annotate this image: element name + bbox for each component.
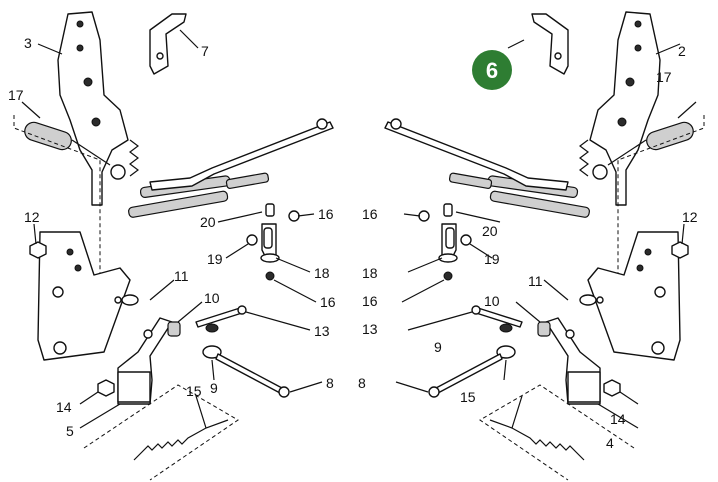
label-9-right: 9 <box>434 339 442 355</box>
label-16b-left: 16 <box>320 294 336 310</box>
right-small-bracket <box>531 13 569 75</box>
label-4-right: 4 <box>606 435 614 451</box>
right-assembly <box>384 11 705 481</box>
callout-badge: 6 <box>472 50 512 90</box>
left-gas-strut-lower <box>128 190 229 218</box>
label-18-right: 18 <box>362 265 378 281</box>
left-side-plate <box>37 231 131 361</box>
right-part-labels: 2 17 16 20 12 18 19 16 11 10 13 9 8 14 1… <box>358 43 698 451</box>
left-part-labels: 3 7 17 12 20 16 19 18 16 11 10 13 9 8 14… <box>8 35 336 439</box>
label-15-right: 15 <box>460 389 476 405</box>
label-12-left: 12 <box>24 209 40 225</box>
label-3-left: 3 <box>24 35 32 51</box>
label-14-left: 14 <box>56 399 72 415</box>
label-17-left: 17 <box>8 87 24 103</box>
label-7-left: 7 <box>201 43 209 59</box>
label-8-right: 8 <box>358 375 366 391</box>
label-13-right: 13 <box>362 321 378 337</box>
right-extension-spring <box>489 419 585 461</box>
left-control-rod <box>149 121 334 191</box>
left-leaders <box>21 29 323 429</box>
right-control-rod <box>384 121 569 191</box>
label-17-right: 17 <box>656 69 672 85</box>
label-8-left: 8 <box>326 375 334 391</box>
left-handle-grip <box>24 121 72 151</box>
right-handle-grip <box>646 121 694 151</box>
label-14-right: 14 <box>610 411 626 427</box>
label-13-left: 13 <box>314 323 330 339</box>
callout-number: 6 <box>486 58 498 83</box>
label-16a-left: 16 <box>318 206 334 222</box>
label-20-right: 20 <box>482 223 498 239</box>
right-coil-spring <box>579 139 589 177</box>
left-assembly <box>13 11 334 481</box>
left-upper-bracket <box>57 11 129 206</box>
callout-circle <box>472 50 512 90</box>
left-extension-spring <box>133 419 229 461</box>
label-15-left: 15 <box>186 383 202 399</box>
label-20-left: 20 <box>200 214 216 230</box>
label-9-left: 9 <box>210 380 218 396</box>
label-11-right: 11 <box>528 273 543 289</box>
right-gas-strut-lower <box>489 190 590 218</box>
label-11-left: 11 <box>174 268 189 284</box>
label-16a-right: 16 <box>362 206 378 222</box>
right-upper-bracket <box>589 11 661 206</box>
label-16b-right: 16 <box>362 293 378 309</box>
left-small-bracket <box>149 13 187 75</box>
label-2-right: 2 <box>678 43 686 59</box>
left-coil-spring <box>129 139 139 177</box>
label-12-right: 12 <box>682 209 698 225</box>
label-10-left: 10 <box>204 290 220 306</box>
label-10-right: 10 <box>484 293 500 309</box>
label-19-left: 19 <box>207 251 223 267</box>
label-19-right: 19 <box>484 251 500 267</box>
right-side-plate <box>587 231 681 361</box>
label-5-left: 5 <box>66 423 74 439</box>
label-18-left: 18 <box>314 265 330 281</box>
